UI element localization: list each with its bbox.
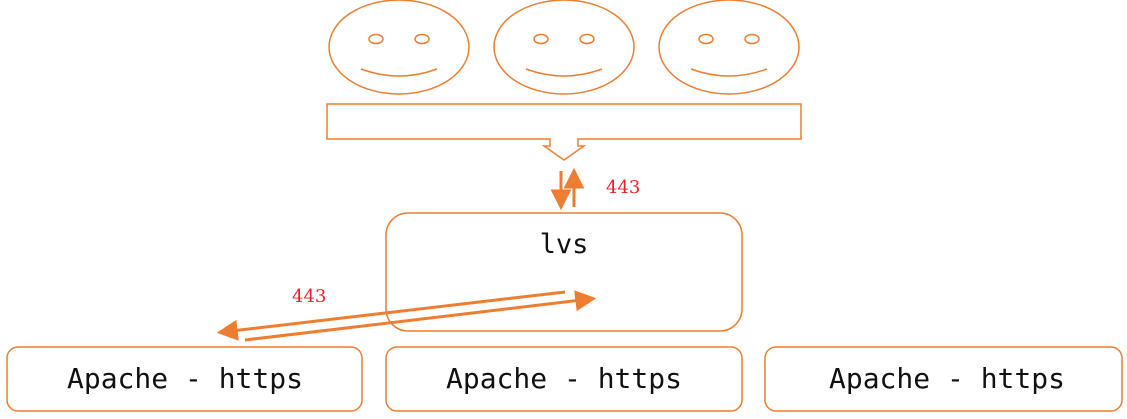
server-port-label: 443 xyxy=(292,286,326,307)
lvs-port-label: 443 xyxy=(606,177,640,198)
lvs-node: lvs xyxy=(385,212,743,332)
server-box xyxy=(385,346,743,412)
left-arrow-icon xyxy=(216,290,566,341)
client-collector-callout xyxy=(326,103,802,161)
smiley-face-icon xyxy=(493,0,635,95)
smiley-face-icon xyxy=(328,0,470,95)
server-label: Apache - https xyxy=(446,362,682,395)
server-box xyxy=(6,346,363,412)
lvs-label: lvs xyxy=(540,229,589,260)
server-label: Apache - https xyxy=(829,362,1065,395)
client-group xyxy=(328,0,800,95)
server-node: Apache - https xyxy=(6,346,363,412)
server-node: Apache - https xyxy=(764,346,1123,412)
server-node: Apache - https xyxy=(385,346,743,412)
server-label: Apache - https xyxy=(67,362,303,395)
lvs-server-link xyxy=(216,290,597,342)
client-lvs-link xyxy=(550,167,585,211)
smiley-face-icon xyxy=(658,0,800,95)
right-arrow-icon xyxy=(244,290,597,342)
server-box xyxy=(764,346,1123,412)
lvs-box xyxy=(385,212,743,332)
